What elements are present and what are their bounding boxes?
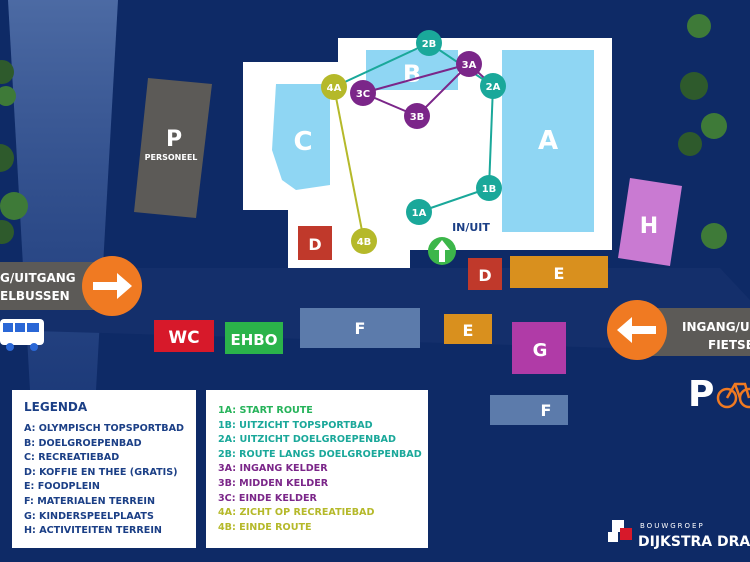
route-legend-item: 3C: EINDE KELDER (218, 492, 317, 504)
entrance-buses-line1: G/UITGANG (0, 271, 76, 285)
svg-text:H: H (640, 214, 658, 239)
pool-a: A (502, 50, 594, 232)
route-legend-item: 3A: INGANG KELDER (218, 463, 328, 475)
entrance-bikes-right[interactable]: INGANG/UI FIETSE (607, 300, 750, 360)
svg-text:G: G (533, 340, 548, 361)
route-point-2b[interactable]: 2B (416, 30, 442, 56)
first-aid-ehbo[interactable]: EHBO (225, 322, 283, 354)
zone-f-materials-2[interactable]: F (490, 395, 568, 425)
parking-personnel[interactable]: P PERSONEEL (134, 78, 212, 218)
route-point-1b[interactable]: 1B (476, 175, 502, 201)
route-point-4b[interactable]: 4B (351, 228, 377, 254)
svg-text:F: F (541, 401, 552, 420)
svg-text:E: E (463, 321, 474, 340)
legend-item: A: OLYMPISCH TOPSPORTBAD (24, 423, 184, 434)
svg-text:EHBO: EHBO (231, 331, 278, 349)
zone-d-coffee[interactable]: D (298, 226, 332, 260)
svg-text:4B: 4B (357, 237, 372, 248)
arrow-right-icon (93, 273, 132, 299)
route-legend-item: 3B: MIDDEN KELDER (218, 477, 329, 489)
route-legend-item: 2A: UITZICHT DOELGROEPENBAD (218, 434, 396, 446)
zone-e-food-2[interactable]: E (444, 314, 492, 344)
toilet-wc[interactable]: WC (154, 320, 214, 352)
zone-e-food-1[interactable]: E (510, 256, 608, 288)
bus-icon (0, 319, 44, 351)
legend-title: LEGENDA (24, 400, 88, 414)
svg-text:2A: 2A (486, 82, 501, 93)
zone-f-materials-1[interactable]: F (300, 308, 420, 348)
company-logo: BOUWGROEP DIJKSTRA DRAISMA (608, 520, 750, 550)
zone-g-playground[interactable]: G (512, 322, 566, 374)
entrance-buses-left[interactable]: G/UITGANG ELBUSSEN (0, 256, 142, 316)
route-legend-box: 1A: START ROUTE 1B: UITZICHT TOPSPORTBAD… (206, 390, 428, 548)
parking-personnel-label: PERSONEEL (145, 153, 198, 162)
route-legend-item: 4B: EINDE ROUTE (218, 521, 312, 533)
legend-item: E: FOODPLEIN (24, 481, 100, 493)
svg-text:3B: 3B (410, 112, 425, 123)
svg-text:3C: 3C (356, 89, 370, 100)
legend-item: B: DOELGROEPENBAD (24, 437, 142, 449)
svg-text:3A: 3A (462, 60, 477, 71)
svg-text:4A: 4A (327, 83, 342, 94)
route-legend-list: 1A: START ROUTE 1B: UITZICHT TOPSPORTBAD… (218, 404, 422, 535)
route-point-3b[interactable]: 3B (404, 103, 430, 129)
bike-parking-letter: P (688, 374, 714, 415)
route-point-2a[interactable]: 2A (480, 73, 506, 99)
entrance-label: IN/UIT (452, 221, 490, 234)
legend-item: F: MATERIALEN TERREIN (24, 495, 155, 507)
svg-text:BOUWGROEP: BOUWGROEP (640, 522, 705, 530)
entrance-bikes-line1: INGANG/UI (682, 320, 750, 334)
svg-text:D: D (308, 235, 321, 254)
bicycle-icon (716, 382, 750, 409)
legend-list: A: OLYMPISCH TOPSPORTBAD B: DOELGROEPENB… (24, 422, 184, 539)
legend-item: C: RECREATIEBAD (24, 452, 120, 464)
svg-text:E: E (554, 264, 565, 283)
route-legend-item: 1B: UITZICHT TOPSPORTBAD (218, 419, 373, 431)
route-point-4a[interactable]: 4A (321, 74, 347, 100)
pool-c-label: C (293, 127, 312, 157)
svg-text:DIJKSTRA DRAISMA: DIJKSTRA DRAISMA (638, 534, 750, 550)
svg-text:D: D (478, 266, 491, 285)
zone-d-coffee-2[interactable]: D (468, 258, 502, 290)
legend-item: D: KOFFIE EN THEE (GRATIS) (24, 466, 178, 478)
svg-text:1A: 1A (412, 208, 427, 219)
svg-text:1B: 1B (482, 184, 497, 195)
entrance-bikes-line2: FIETSE (708, 338, 750, 352)
svg-text:F: F (355, 319, 366, 338)
legend-box: LEGENDA A: OLYMPISCH TOPSPORTBAD B: DOEL… (12, 390, 196, 548)
route-legend-item: 1A: START ROUTE (218, 405, 313, 416)
entrance-arrow-icon[interactable] (428, 237, 456, 265)
route-legend-item: 4A: ZICHT OP RECREATIEBAD (218, 507, 375, 519)
trees-left (0, 60, 28, 244)
route-point-1a[interactable]: 1A (406, 199, 432, 225)
pool-c: C (272, 84, 330, 190)
route-legend-item: 2B: ROUTE LANGS DOELGROEPENBAD (218, 448, 422, 460)
route-point-3c[interactable]: 3C (350, 80, 376, 106)
legend-item: H: ACTIVITEITEN TERREIN (24, 525, 162, 537)
trees-right (678, 14, 727, 249)
parking-personnel-letter: P (166, 127, 182, 152)
svg-text:WC: WC (168, 328, 199, 348)
pool-a-label: A (538, 126, 558, 156)
entrance-buses-line2: ELBUSSEN (0, 289, 70, 303)
svg-text:2B: 2B (422, 39, 437, 50)
route-point-3a[interactable]: 3A (456, 51, 482, 77)
legend-item: G: KINDERSPEELPLAATS (24, 510, 154, 522)
pool-b-label: B (403, 60, 421, 88)
arrow-left-icon (617, 317, 656, 343)
bike-parking[interactable]: P (688, 374, 750, 415)
zone-h-activities[interactable]: H (618, 178, 682, 266)
